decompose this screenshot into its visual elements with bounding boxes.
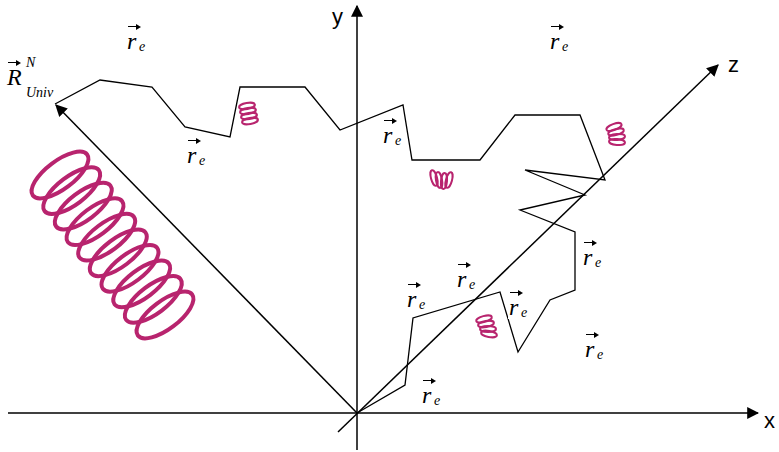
subscript: e — [594, 256, 602, 270]
subscript: e — [418, 298, 426, 312]
label-anchor: e — [520, 304, 528, 320]
label-anchor: r — [549, 24, 560, 53]
label-anchor: r — [186, 138, 197, 167]
label-anchor: e — [138, 38, 146, 54]
subscript: e — [596, 348, 604, 362]
spring-small — [429, 169, 454, 189]
label-anchor: e — [594, 254, 602, 270]
label-anchor: R — [6, 60, 23, 89]
subscript: e — [138, 40, 146, 54]
vector-symbol: r — [549, 24, 560, 53]
subscript: e — [561, 40, 569, 54]
spring-small — [605, 121, 625, 145]
position-vector — [56, 105, 357, 413]
spring-small — [475, 314, 497, 338]
label-anchor: r — [421, 378, 432, 407]
vector-symbol: r — [186, 138, 197, 167]
vector-symbol: r — [508, 290, 519, 319]
label-anchor: r — [382, 118, 393, 147]
random-walk-path — [55, 80, 605, 413]
vector-symbol: r — [382, 118, 393, 147]
subscript: e — [520, 306, 528, 320]
axis-label: y — [331, 6, 344, 28]
label-anchor: y — [331, 6, 344, 28]
label-anchor: r — [456, 262, 467, 291]
label-anchor: e — [418, 296, 426, 312]
label-anchor: e — [596, 346, 604, 362]
label-anchor: e — [468, 276, 476, 292]
vector-symbol: r — [456, 262, 467, 291]
label-anchor: x — [763, 410, 776, 432]
vector-symbol: r — [406, 282, 417, 311]
label-anchor: r — [406, 282, 417, 311]
vector-symbol: r — [584, 332, 595, 361]
label-anchor: r — [584, 332, 595, 361]
y-axis — [356, 6, 358, 450]
x-axis — [8, 412, 758, 414]
label-anchor: r — [582, 240, 593, 269]
label-anchor: N — [25, 54, 36, 70]
axis-label: x — [763, 410, 776, 432]
label-anchor: r — [508, 290, 519, 319]
subscript: e — [433, 394, 441, 408]
vector-symbol: r — [126, 24, 137, 53]
spring-small — [239, 102, 259, 126]
z-axis — [338, 65, 718, 432]
subscript: e — [468, 278, 476, 292]
spring-large — [24, 143, 200, 346]
label-anchor: e — [198, 152, 206, 168]
vector-symbol: R — [6, 60, 23, 89]
label-anchor: e — [561, 38, 569, 54]
superscript: N — [25, 56, 36, 70]
label-anchor: Univ — [25, 84, 54, 100]
vector-symbol: r — [421, 378, 432, 407]
axis-label: z — [727, 54, 740, 76]
label-anchor: r — [126, 24, 137, 53]
subscript: e — [394, 134, 402, 148]
label-anchor: e — [433, 392, 441, 408]
label-anchor: z — [727, 54, 740, 76]
vector-symbol: r — [582, 240, 593, 269]
label-anchor: e — [394, 132, 402, 148]
subscript: e — [198, 154, 206, 168]
subscript: Univ — [25, 86, 54, 100]
